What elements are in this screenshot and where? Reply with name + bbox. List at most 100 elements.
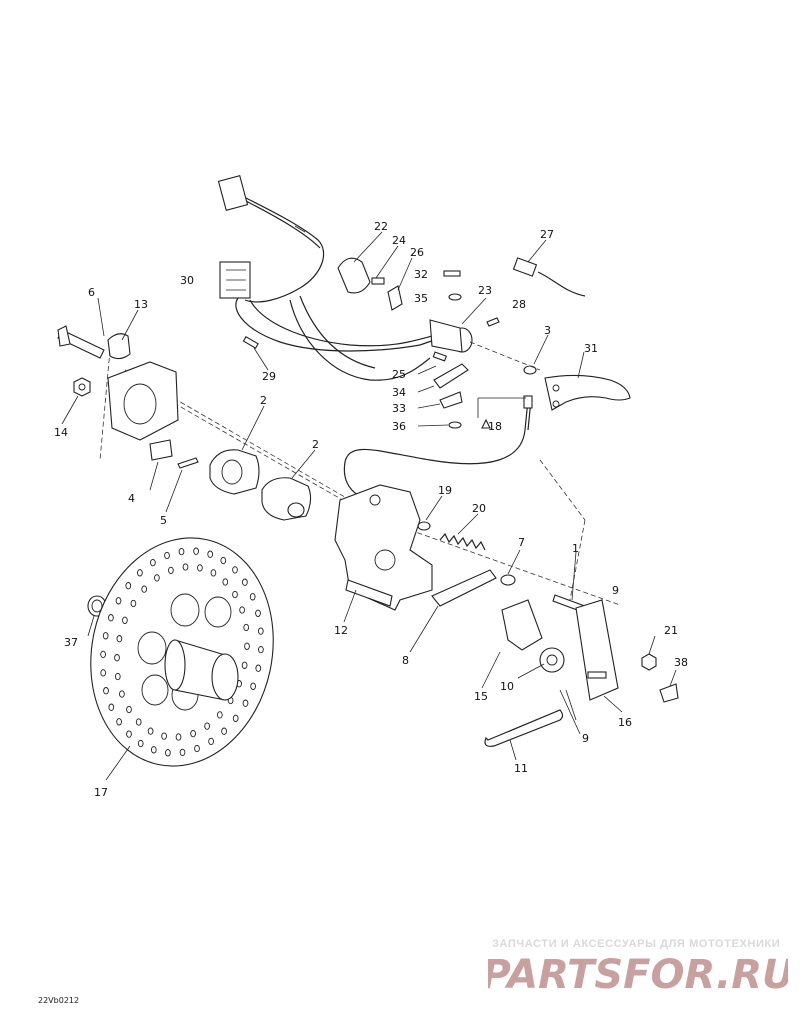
mounting-bracket[interactable]: [57, 325, 179, 441]
disc-vent-hole: [100, 650, 106, 659]
callout-22: 22: [374, 220, 388, 233]
disc-vent-hole: [168, 566, 174, 575]
disc-vent-hole: [222, 578, 229, 586]
lever-parts[interactable]: [242, 336, 491, 429]
disc-vent-hole: [197, 564, 203, 572]
disc-vent-hole: [207, 550, 214, 558]
disc-vent-hole: [232, 590, 238, 599]
brake-lever[interactable]: [523, 365, 631, 411]
switch-knob[interactable]: [337, 257, 403, 311]
callout-25: 25: [392, 368, 406, 381]
disc-vent-hole: [242, 699, 249, 707]
adjuster-assembly[interactable]: [501, 594, 679, 703]
disc-vent-hole: [126, 730, 132, 738]
callout-16: 16: [618, 716, 632, 729]
disc-vent-hole: [241, 661, 248, 669]
brake-disc[interactable]: [70, 521, 294, 783]
callout-10: 10: [500, 680, 514, 693]
callout-9: 9: [612, 584, 619, 597]
disc-vent-hole: [141, 585, 148, 593]
disc-vent-hole: [116, 635, 123, 643]
callout-8: 8: [402, 654, 409, 667]
svg-text:PARTSFOR.RU: PARTSFOR.RU: [488, 952, 788, 998]
callout-7: 7: [518, 536, 525, 549]
brake-pads[interactable]: [149, 439, 312, 521]
disc-vent-hole: [249, 593, 256, 601]
disc-vent-hole: [258, 645, 264, 654]
disc-vent-hole: [114, 654, 120, 662]
disc-vent-hole: [239, 606, 245, 614]
callout-28: 28: [512, 298, 526, 311]
watermark-tagline: ЗАПЧАСТИ И АКСЕССУАРЫ ДЛЯ МОТОТЕХНИКИ: [492, 938, 781, 950]
callout-20: 20: [472, 502, 486, 515]
callout-34: 34: [392, 386, 406, 399]
callout-9: 9: [582, 732, 589, 745]
callout-36: 36: [392, 420, 406, 433]
callout-4: 4: [128, 492, 135, 505]
disc-vent-hole: [257, 627, 264, 635]
sensor[interactable]: [512, 257, 586, 297]
disc-vent-hole: [255, 609, 261, 617]
disc-vent-hole: [216, 711, 223, 719]
disc-vent-hole: [150, 746, 157, 754]
disc-vent-hole: [126, 705, 132, 714]
disc-vent-hole: [130, 599, 137, 608]
disc-vent-hole: [243, 623, 250, 632]
diagram-code: 22Vb0212: [38, 996, 80, 1005]
callout-labels: 1 2 2 3 4 5 6 7 8 9 9 10 11 12 13 14 15 …: [54, 220, 688, 799]
disc-vent-hole: [150, 558, 156, 567]
disc-vent-hole: [232, 566, 238, 574]
callout-14: 14: [54, 426, 68, 439]
cotter-pin[interactable]: [484, 709, 564, 747]
disc-vent-hole: [115, 597, 122, 605]
disc-vent-hole: [116, 718, 122, 726]
spring-and-arm[interactable]: [417, 521, 516, 607]
callout-29: 29: [262, 370, 276, 383]
disc-vent-hole: [102, 632, 109, 640]
disc-vent-hole: [178, 547, 185, 556]
callout-12: 12: [334, 624, 348, 637]
disc-vent-hole: [193, 547, 199, 555]
wiring-harness[interactable]: [217, 174, 441, 381]
disc-vent-hole: [190, 729, 196, 738]
callout-33: 33: [392, 402, 406, 415]
brake-caliper[interactable]: [334, 484, 433, 611]
disc-vent-hole: [154, 574, 160, 582]
disc-vent-hole: [221, 727, 227, 735]
callout-3: 3: [544, 324, 551, 337]
disc-vent-hole: [125, 582, 132, 590]
disc-vent-hole: [137, 569, 143, 577]
disc-vent-hole: [242, 578, 248, 586]
disc-vent-hole: [119, 690, 125, 698]
callout-2: 2: [312, 438, 319, 451]
disc-vent-hole: [244, 642, 250, 650]
callout-2: 2: [260, 394, 267, 407]
disc-vent-hole: [175, 733, 182, 741]
callout-24: 24: [392, 234, 406, 247]
callout-13: 13: [134, 298, 148, 311]
disc-vent-hole: [204, 722, 210, 730]
leader-lines: [61, 231, 677, 781]
callout-35: 35: [414, 292, 428, 305]
disc-vent-hole: [232, 714, 239, 722]
callout-37: 37: [64, 636, 78, 649]
watermark-logo: PARTSFOR.RU: [488, 952, 788, 998]
disc-vent-hole: [164, 551, 170, 560]
disc-vent-hole: [161, 732, 167, 740]
disc-vent-hole: [165, 749, 171, 757]
callout-5: 5: [160, 514, 167, 527]
disc-vent-hole: [194, 744, 200, 753]
callout-15: 15: [474, 690, 488, 703]
brake-cable[interactable]: [343, 395, 533, 496]
disc-vent-hole: [255, 664, 262, 672]
disc-vent-hole: [250, 682, 256, 690]
callout-17: 17: [94, 786, 108, 799]
disc-vent-hole: [220, 556, 227, 565]
callout-27: 27: [540, 228, 554, 241]
callout-21: 21: [664, 624, 678, 637]
disc-vent-hole: [114, 672, 121, 681]
switch-housing[interactable]: [429, 270, 500, 353]
disc-vent-hole: [210, 569, 217, 577]
disc-vent-hole: [122, 616, 128, 624]
